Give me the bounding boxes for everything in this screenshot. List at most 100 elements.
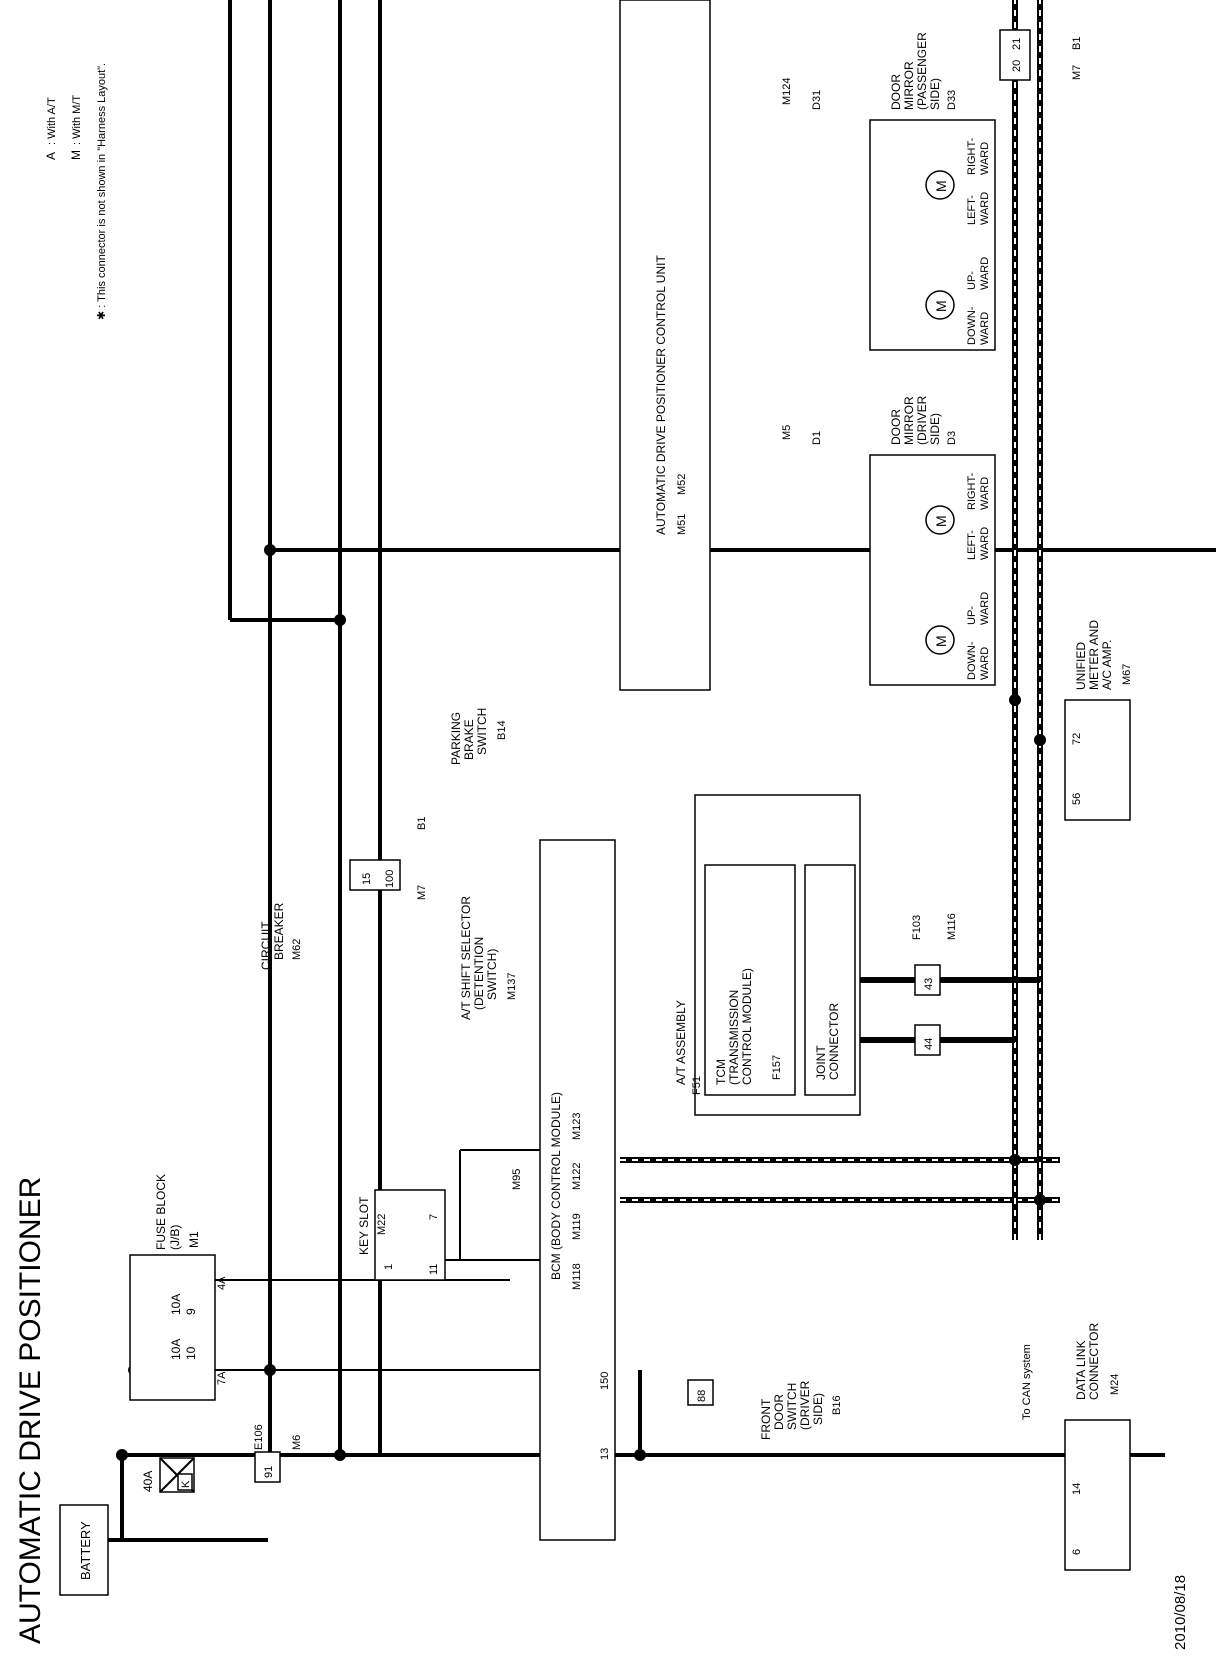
junction-m7b1-pin15: 15	[361, 873, 373, 885]
key-slot-pin1: 1	[383, 1264, 395, 1270]
mirror-pass-down: DOWN-	[966, 306, 978, 345]
mirror-driver-left: LEFT-	[966, 530, 978, 560]
junction-m7b1-pin100: 100	[384, 870, 396, 888]
battery-label: BATTERY	[78, 1521, 93, 1580]
joint-connector-label2: CONNECTOR	[827, 1003, 841, 1080]
mirror-driver-ward3: WARD	[979, 527, 991, 560]
joint-connector-label: JOINT	[814, 1045, 828, 1080]
mirror-driver-jconn2: D1	[811, 431, 823, 445]
mirror-pass-ward3: WARD	[979, 192, 991, 225]
mirror-pass-ward4: WARD	[979, 142, 991, 175]
unified-meter-label2: METER AND	[1087, 620, 1101, 690]
mirror-pass-label4: SIDE)	[928, 78, 942, 110]
mirror-driver-motor2: M	[933, 515, 949, 527]
legend-m-code: M	[69, 150, 83, 160]
circuit-breaker-conn: M62	[291, 939, 303, 960]
mirror-pass-motor2: M	[933, 180, 949, 192]
tcm-label: TCM	[714, 1059, 728, 1085]
fusible-link-letter: K	[180, 1480, 192, 1488]
mirror-driver-right: RIGHT-	[966, 472, 978, 510]
junction-f103-pin44: 44	[923, 1038, 935, 1050]
bcm-conn2: M119	[571, 1213, 583, 1240]
key-slot-pin11: 11	[428, 1264, 440, 1275]
data-link-pin14: 14	[1071, 1483, 1083, 1495]
adp-unit-conn1: M51	[676, 514, 688, 535]
junction-top-pin20: 20	[1011, 60, 1023, 72]
fuse-right-no: 9	[184, 1308, 198, 1315]
mirror-driver-conn: D3	[946, 431, 958, 445]
diagram-title: AUTOMATIC DRIVE POSITIONER	[14, 1177, 47, 1644]
fuse-pin-4a: 4A	[216, 1276, 228, 1290]
fuse-block-jb: (J/B)	[168, 1225, 182, 1250]
mirror-driver-ward1: WARD	[979, 647, 991, 680]
unified-meter-pin56: 56	[1071, 793, 1083, 805]
mirror-driver-ward4: WARD	[979, 477, 991, 510]
bcm-pin-150: 150	[599, 1372, 611, 1390]
tcm-conn: F157	[771, 1055, 783, 1080]
mirror-driver-up: UP-	[966, 606, 978, 625]
front-door-conn: B16	[831, 1395, 843, 1415]
fuse-right-amp: 10A	[169, 1294, 183, 1315]
unified-meter-conn: M67	[1121, 664, 1133, 685]
at-shift-label3: SWITCH)	[485, 949, 499, 1000]
junction-e106-pin: 91	[263, 1466, 275, 1478]
junction-e106-conn2: M6	[291, 1435, 303, 1450]
junction-e106-conn1: E106	[253, 1424, 265, 1450]
key-slot-label: KEY SLOT	[357, 1196, 371, 1255]
front-door-jpin: 88	[696, 1390, 708, 1402]
front-door-label2: DOOR	[772, 1394, 786, 1430]
bcm-conn3: M122	[571, 1162, 583, 1190]
mirror-pass-left: LEFT-	[966, 195, 978, 225]
mirror-driver-label4: SIDE)	[928, 413, 942, 445]
data-link-pin6: 6	[1071, 1549, 1083, 1555]
tcm-label3: CONTROL MODULE)	[740, 968, 754, 1085]
junction-f103-pin43: 43	[923, 978, 935, 990]
mirror-pass-label2: MIRROR	[902, 61, 916, 110]
mirror-pass-jconn1: M124	[781, 77, 793, 105]
adp-unit-label: AUTOMATIC DRIVE POSITIONER CONTROL UNIT	[654, 255, 668, 535]
data-link-conn: M24	[1109, 1374, 1121, 1395]
key-slot-conn: M22	[376, 1214, 388, 1235]
fuse-left-amp: 10A	[169, 1339, 183, 1360]
front-door-label3: SWITCH	[785, 1383, 799, 1430]
junction-f103-conn1: F103	[911, 915, 923, 940]
parking-brake-label2: BRAKE	[462, 719, 476, 760]
date-stamp: 2010/08/18	[1172, 1575, 1189, 1650]
mirror-pass-jconn2: D31	[811, 90, 823, 110]
mirror-driver-jconn1: M5	[781, 425, 793, 440]
fuse-block-conn: M1	[187, 1231, 201, 1248]
data-link-label2: CONNECTOR	[1087, 1323, 1101, 1400]
front-door-label5: SIDE)	[811, 1393, 825, 1425]
junction-m7b1-conn2: B1	[416, 817, 428, 830]
fuse-left-no: 10	[184, 1346, 198, 1360]
mirror-pass-right: RIGHT-	[966, 137, 978, 175]
bcm-pin-13: 13	[599, 1448, 611, 1460]
front-door-label: FRONT	[759, 1398, 773, 1440]
legend-a-text: : With A/T	[46, 97, 58, 145]
unified-meter-label3: A/C AMP.	[1100, 640, 1114, 690]
tcm-label2: (TRANSMISSION	[727, 990, 741, 1085]
unified-meter-pin72: 72	[1071, 733, 1083, 745]
junction-f103-conn2: M116	[946, 913, 958, 940]
circuit-breaker-label2: BREAKER	[272, 902, 286, 960]
legend-a-code: A	[44, 152, 58, 160]
key-slot-pin7: 7	[428, 1214, 440, 1220]
bcm-label: BCM (BODY CONTROL MODULE)	[549, 1092, 563, 1280]
mirror-pass-motor1: M	[933, 300, 949, 312]
mirror-pass-up: UP-	[966, 271, 978, 290]
bcm-conn4: M123	[571, 1112, 583, 1140]
mirror-driver-motor1: M	[933, 635, 949, 647]
mirror-pass-label3: (PASSENGER	[915, 32, 929, 110]
key-slot-ground: M95	[511, 1169, 523, 1190]
mirror-pass-ward2: WARD	[979, 257, 991, 290]
unified-meter-label: UNIFIED	[1074, 642, 1088, 690]
parking-brake-conn: B14	[496, 720, 508, 740]
bcm-conn1: M118	[571, 1263, 583, 1290]
junction-top-pin21: 21	[1011, 38, 1023, 50]
mirror-pass-label: DOOR	[889, 74, 903, 110]
mirror-driver-ward2: WARD	[979, 592, 991, 625]
mirror-driver-label2: MIRROR	[902, 396, 916, 445]
front-door-label4: (DRIVER	[798, 1380, 812, 1430]
